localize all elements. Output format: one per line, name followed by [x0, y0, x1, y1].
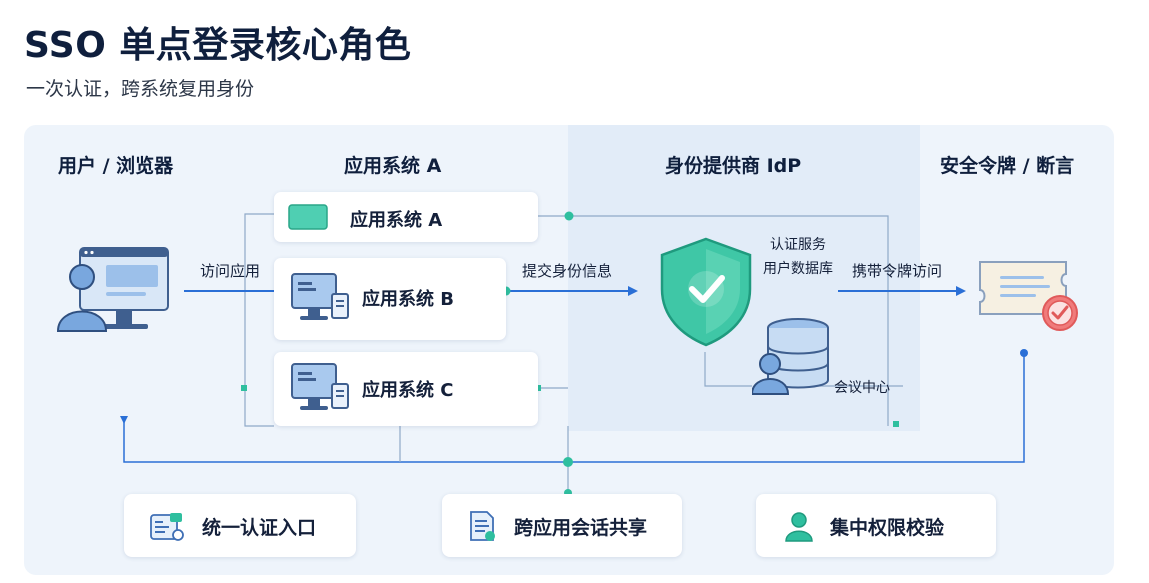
database-icon — [752, 318, 829, 395]
app-bracket-line — [244, 213, 274, 427]
bottom-loop-top-dot — [1020, 349, 1028, 357]
session-center-label: 会议中心 — [834, 380, 890, 396]
feature-card-unified-auth[interactable]: 统一认证入口 — [124, 494, 356, 557]
feature-card-permission-check[interactable]: 集中权限校验 — [756, 494, 996, 557]
idp-inner-connector — [704, 352, 752, 387]
top-connector-line — [538, 215, 889, 426]
token-ticket-icon — [979, 261, 1078, 331]
feature-label-session-share: 跨应用会话共享 — [514, 517, 648, 539]
user-icon — [785, 512, 813, 542]
column-heading-token: 安全令牌 / 断言 — [940, 155, 1075, 177]
column-heading-apps: 应用系统 A — [344, 155, 442, 177]
auth-service-label: 认证服务 — [770, 237, 826, 253]
feature-label-unified-auth: 统一认证入口 — [202, 517, 317, 539]
feature-card-session-share[interactable]: 跨应用会话共享 — [442, 494, 682, 557]
submit-label: 提交身份信息 — [522, 262, 613, 280]
column-heading-idp: 身份提供商 IdP — [665, 155, 802, 177]
feature-label-permission-check: 集中权限校验 — [830, 517, 945, 539]
bottom-loop-line — [120, 353, 1025, 463]
app-c-connector-dot — [535, 385, 541, 391]
app-card-b[interactable]: 应用系统 B — [274, 258, 506, 340]
app-label-a: 应用系统 A — [350, 210, 443, 231]
app-computer-icon — [291, 273, 349, 320]
column-heading-user: 用户 / 浏览器 — [58, 155, 174, 177]
user-browser-illustration — [56, 247, 172, 335]
app-label-b: 应用系统 B — [362, 289, 454, 310]
app-card-c[interactable]: 应用系统 C — [274, 352, 538, 426]
page-title: SSO 单点登录核心角色 — [24, 25, 412, 66]
app-label-c: 应用系统 C — [362, 380, 454, 401]
page-subtitle: 一次认证，跨系统复用身份 — [26, 78, 255, 100]
app-window-icon — [288, 204, 328, 230]
top-connector-dot — [564, 211, 574, 221]
document-icon — [470, 511, 495, 541]
carry-label: 携带令牌访问 — [852, 262, 943, 280]
top-connector-end — [893, 421, 899, 427]
user-db-label: 用户数据库 — [763, 261, 833, 277]
form-icon — [150, 513, 184, 541]
access-label: 访问应用 — [200, 262, 261, 280]
app-computer-icon — [291, 363, 349, 410]
user-monitor-icon — [56, 247, 169, 332]
app-card-a[interactable]: 应用系统 A — [274, 192, 538, 242]
shield-check-icon — [660, 237, 752, 347]
center-junction-dot — [563, 457, 573, 467]
app-bracket-dot — [241, 385, 247, 391]
